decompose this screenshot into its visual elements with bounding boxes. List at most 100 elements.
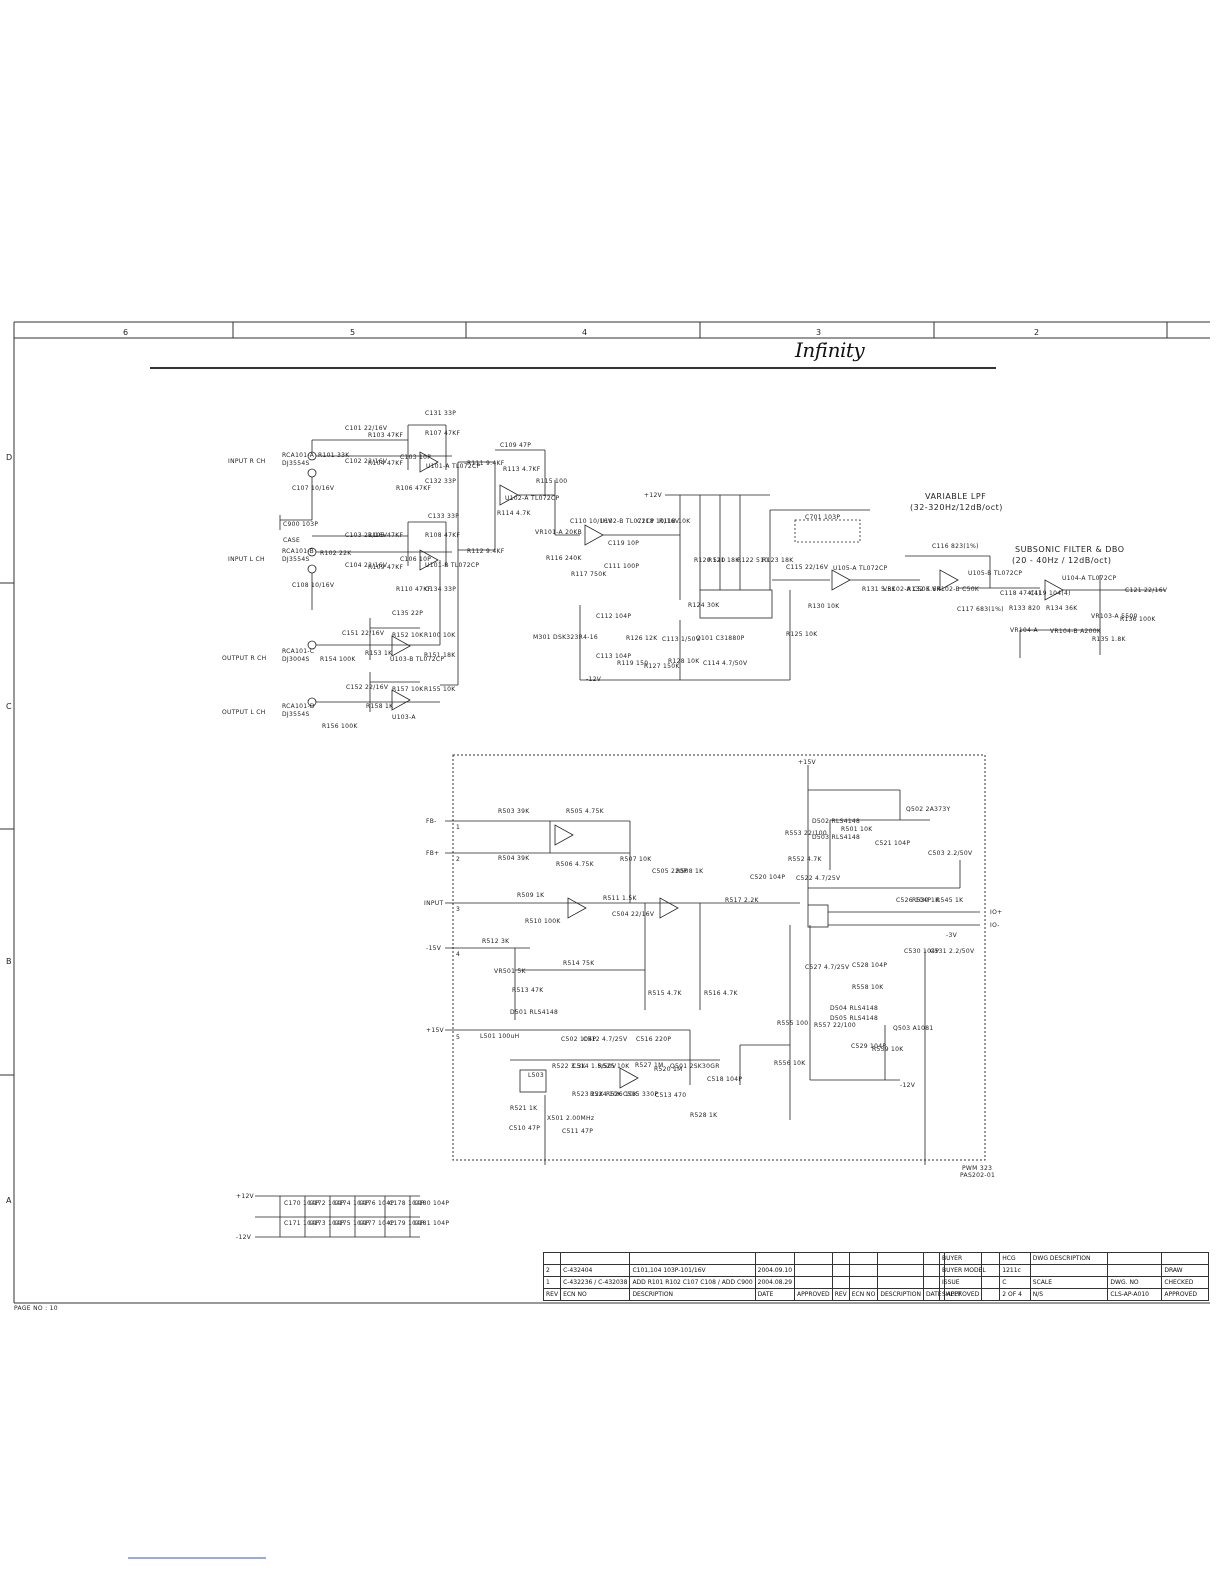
component-label: R521 1K [510,1105,538,1112]
draw-label: DRAW [1161,1264,1209,1277]
component-label: R134 36K [1046,605,1078,612]
page-number: PAGE NO : 10 [14,1305,58,1312]
component-label: R556 10K [774,1060,806,1067]
revision-header-row: REV ECN NO DESCRIPTION DATE APPROVED REV… [542,1288,983,1301]
component-label: C152 22/16V [346,684,389,691]
component-label: R106 47KF [396,485,432,492]
zone-5: 5 [350,328,356,337]
component-label: R153 1K [365,650,393,657]
dj-a-label: DJ3554S [282,460,310,467]
component-label: C131 33P [425,410,457,417]
component-label: C107 10/16V [292,485,335,492]
component-label: C119 10P [608,540,640,547]
scale-label: SCALE [1029,1276,1109,1289]
component-label: R512 3K [482,938,510,945]
output-l-label: OUTPUT L CH [222,709,266,716]
component-label: D504 RLS4148 [830,1005,879,1012]
output-io-minus: IO- [990,922,1000,929]
component-label: R121 18K [708,557,740,564]
component-label: R545 1K [936,897,964,904]
component-label: C513 470 [655,1092,687,1099]
power-plus-12v: +12V [644,492,662,499]
component-label: R132 5.6K [907,586,941,593]
component-label: -3V [946,932,957,939]
component-label: C505 220P [652,868,688,875]
dwg-desc-label: DWG DESCRIPTION [1029,1252,1109,1265]
component-label: VR501 5K [494,968,526,975]
component-label: C117 683(1%) [957,606,1004,613]
component-label: C511 47P [562,1128,594,1135]
component-label: R115 100 [536,478,568,485]
buyer-value: HCG [999,1252,1031,1265]
component-label: R510 100K [525,918,561,925]
component-label: R104 47KF [368,460,404,467]
component-label: C531 2.2/50V [930,948,975,955]
component-label: R522 3.3K [552,1063,586,1070]
component-label: C515 330P [623,1091,659,1098]
component-label: D501 RLS4148 [510,1009,559,1016]
issue-label: ISSUE [938,1276,1001,1289]
component-label: R103 47KF [368,432,404,439]
zone-6: 6 [123,328,129,337]
date-cell: 2004.08.29 [754,1276,796,1289]
input-r-label: INPUT R CH [228,458,266,465]
component-label: R517 2.2K [725,897,759,904]
plus-15v-label: +15V [426,1027,444,1034]
output-r-label: OUTPUT R CH [222,655,267,662]
component-label: C116 823(1%) [932,543,979,550]
component-label: C151 22/16V [342,630,385,637]
component-label: VR102-A C50K [883,586,931,593]
subsonic-subtitle: (20 - 40Hz / 12dB/oct) [1012,556,1112,565]
pin-1: 1 [456,824,461,831]
component-label: C104 22/16V [345,562,388,569]
header-cell: APPROVED [794,1288,833,1301]
component-label: D503 RLS4148 [812,834,861,841]
component-label: R126 12K [626,635,658,642]
component-label: C510 47P [509,1125,541,1132]
component-label: C512 4.7/25V [583,1036,628,1043]
component-label: Q101 C31880P [696,635,745,642]
component-label: R155 10K [424,686,456,693]
component-label: C103 10P [400,454,432,461]
component-label: C121 22/16V [1125,587,1168,594]
component-label: C112 104P [596,613,632,620]
component-label: R105 47KF [368,532,404,539]
dj-d-label: DJ3554S [282,711,310,718]
component-label: R157 10K [392,686,424,693]
pcb-code: PAS202-01 [960,1172,996,1179]
issue-value: C [999,1276,1031,1289]
component-label: C526 104P [896,897,932,904]
zone-b: B [6,957,12,966]
component-label: R116 240K [546,555,582,562]
component-label: R124 30K [688,602,720,609]
component-label: C518 104P [707,1076,743,1083]
cap-label: C171 104P [284,1220,320,1227]
component-label: R504 39K [498,855,530,862]
component-label: R110 47KF [396,586,432,593]
rev-cell: 2 [542,1264,562,1277]
component-label: R100 10K [424,632,456,639]
dwg-no-value: CLS-AP-A010 [1107,1288,1163,1301]
component-label: R515 4.7K [648,990,682,997]
header-cell: DESCRIPTION [629,1288,756,1301]
component-label: -12V [900,1082,916,1089]
cap-label: C173 104P [309,1220,345,1227]
component-label: C110 10/16V [570,518,613,525]
component-label: R528 1K [690,1112,718,1119]
header-cell: DATE [754,1288,796,1301]
component-label: R102 22K [320,550,352,557]
component-label: R151 18K [424,652,456,659]
component-label: R530 1K [912,897,940,904]
component-label: R133 820 [1009,605,1041,612]
component-label: VR102-B C50K [932,586,980,593]
drawing-info-table: BUYER HCG DWG DESCRIPTION BUYER MODEL 12… [938,1252,1209,1301]
component-label: R503 39K [498,808,530,815]
component-label: R119 150 [617,660,649,667]
component-label: VR101-A 20KB [535,529,583,536]
component-label: R108 47KF [425,532,461,539]
component-label: +15V [798,759,816,766]
rev-cell: 1 [542,1276,562,1289]
component-label: Q503 A1081 [893,1025,934,1032]
variable-lpf-subtitle: (32-320Hz/12dB/oct) [910,503,1003,512]
